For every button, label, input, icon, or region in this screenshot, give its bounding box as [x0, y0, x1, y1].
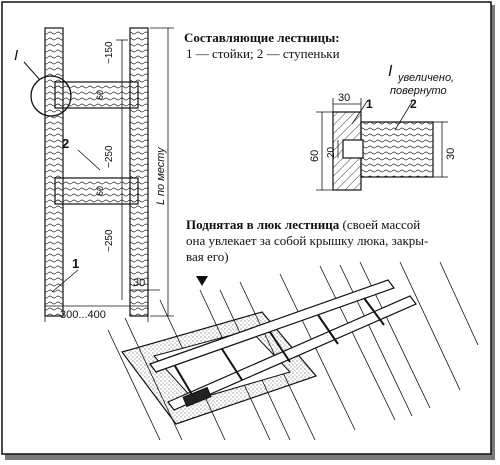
caption-line1: Поднятая в люк лестница (своей массой: [186, 217, 420, 232]
detail-circle: [30, 75, 72, 117]
hatch-rung: [174, 365, 195, 399]
pointer-arrow-icon: [196, 276, 208, 286]
ladder-dim-width: 300...400: [60, 309, 106, 321]
ladder-dim-30: 30: [133, 277, 145, 289]
ladder-roman-label: I: [14, 47, 18, 64]
caption-line3: вая его): [186, 249, 229, 264]
left-post: [44, 27, 64, 317]
detail-roman-label: I: [388, 63, 393, 80]
detail-tenon: [342, 139, 364, 159]
detail-label-1: 1: [366, 97, 373, 111]
ladder-label-1: 1: [72, 256, 79, 271]
caption-line1-rest: (своей массой: [339, 217, 421, 232]
detail-dim-20: 20: [326, 146, 337, 158]
detail-rung: [360, 121, 434, 178]
middle-rung: [54, 177, 139, 205]
detail-note-line1: увеличено,: [397, 72, 454, 84]
ladder-dim-250-a: ~250: [104, 145, 115, 168]
ladder-dim-length: L по месту: [155, 146, 167, 205]
caption-line2: она увлекает за собой крышку люка, закры…: [186, 233, 429, 248]
hinge-block: [182, 386, 212, 408]
hatch-view: [107, 261, 479, 441]
hatch-rung: [221, 348, 243, 381]
ladder-step-a: 60: [95, 90, 105, 100]
hatch-rung: [363, 297, 385, 326]
hatch-ladder-rail-back: [149, 279, 395, 373]
ladder-dim-150: ~150: [104, 41, 115, 64]
ladder-step-b: 60: [95, 186, 105, 196]
detail-note-line2: повернуто: [390, 85, 447, 97]
detail-dim-30-right: 30: [445, 148, 457, 160]
hatch-opening: [153, 329, 291, 401]
right-post: [129, 27, 149, 317]
ladder-label-2: 2: [62, 136, 69, 151]
legend-title: Составляющие лестницы:: [184, 30, 340, 45]
ladder-dim-250-b: ~250: [104, 229, 115, 252]
legend-items: 1 — стойки; 2 — ступеньки: [186, 46, 340, 61]
hatch-rung: [317, 314, 339, 345]
detail-dim-60: 60: [309, 150, 321, 162]
detail-dim-top: 30: [338, 92, 350, 104]
caption-bold: Поднятая в люк лестница: [186, 217, 340, 232]
hatch-rung: [269, 331, 291, 363]
detail-label-2: 2: [410, 97, 417, 111]
ladder-elevation: [23, 27, 174, 322]
joint-detail: [316, 98, 448, 191]
